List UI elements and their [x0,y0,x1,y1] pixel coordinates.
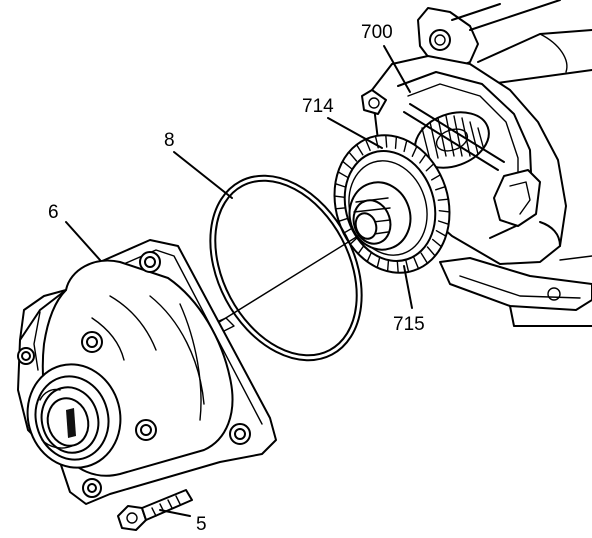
gear-tooth [376,255,381,269]
gear-tooth [364,138,371,152]
gear-tooth [366,250,373,263]
callout-8: 8 [164,130,175,151]
gear-tooth [411,145,418,158]
leader-lines [65,45,413,517]
gear-tooth [338,217,349,223]
gear-tooth [413,256,420,270]
gear-tooth [337,171,349,179]
gear-tooth [420,252,429,264]
gear-tooth [431,174,442,181]
gear-tooth [386,259,390,272]
gear-tooth [396,260,399,274]
gear-tooth [426,246,436,257]
gear-tooth [355,143,364,156]
gear-tooth [437,198,449,201]
gear-tooth [334,182,347,188]
gear-tooth [419,153,427,164]
gear-tooth [438,209,451,213]
callout-5: 5 [196,514,207,535]
callout-6: 6 [48,202,59,223]
bolt-5 [117,489,193,531]
gear-tooth [341,160,352,170]
housing-cover-6 [17,239,277,505]
spline-hub-715 [348,181,412,251]
callout-714: 714 [302,96,334,117]
gear-tooth [435,229,447,237]
flange-bolt-holes [17,251,251,498]
gear-tooth [335,207,347,210]
gear-tooth [333,195,346,199]
gear-tooth [394,135,398,150]
differential-case [361,0,592,327]
callout-700: 700 [361,22,393,43]
callout-715: 715 [393,314,425,335]
gear-tooth [403,139,408,153]
gear-tooth [435,185,446,191]
gear-tooth [437,220,450,226]
gear-tooth [348,151,358,162]
gear-tooth [405,259,410,273]
gear-tooth [432,238,443,248]
output-bore [26,363,122,469]
gear-tooth [385,134,388,148]
gear-tooth [425,163,435,172]
o-ring-seal-8 [209,174,363,362]
